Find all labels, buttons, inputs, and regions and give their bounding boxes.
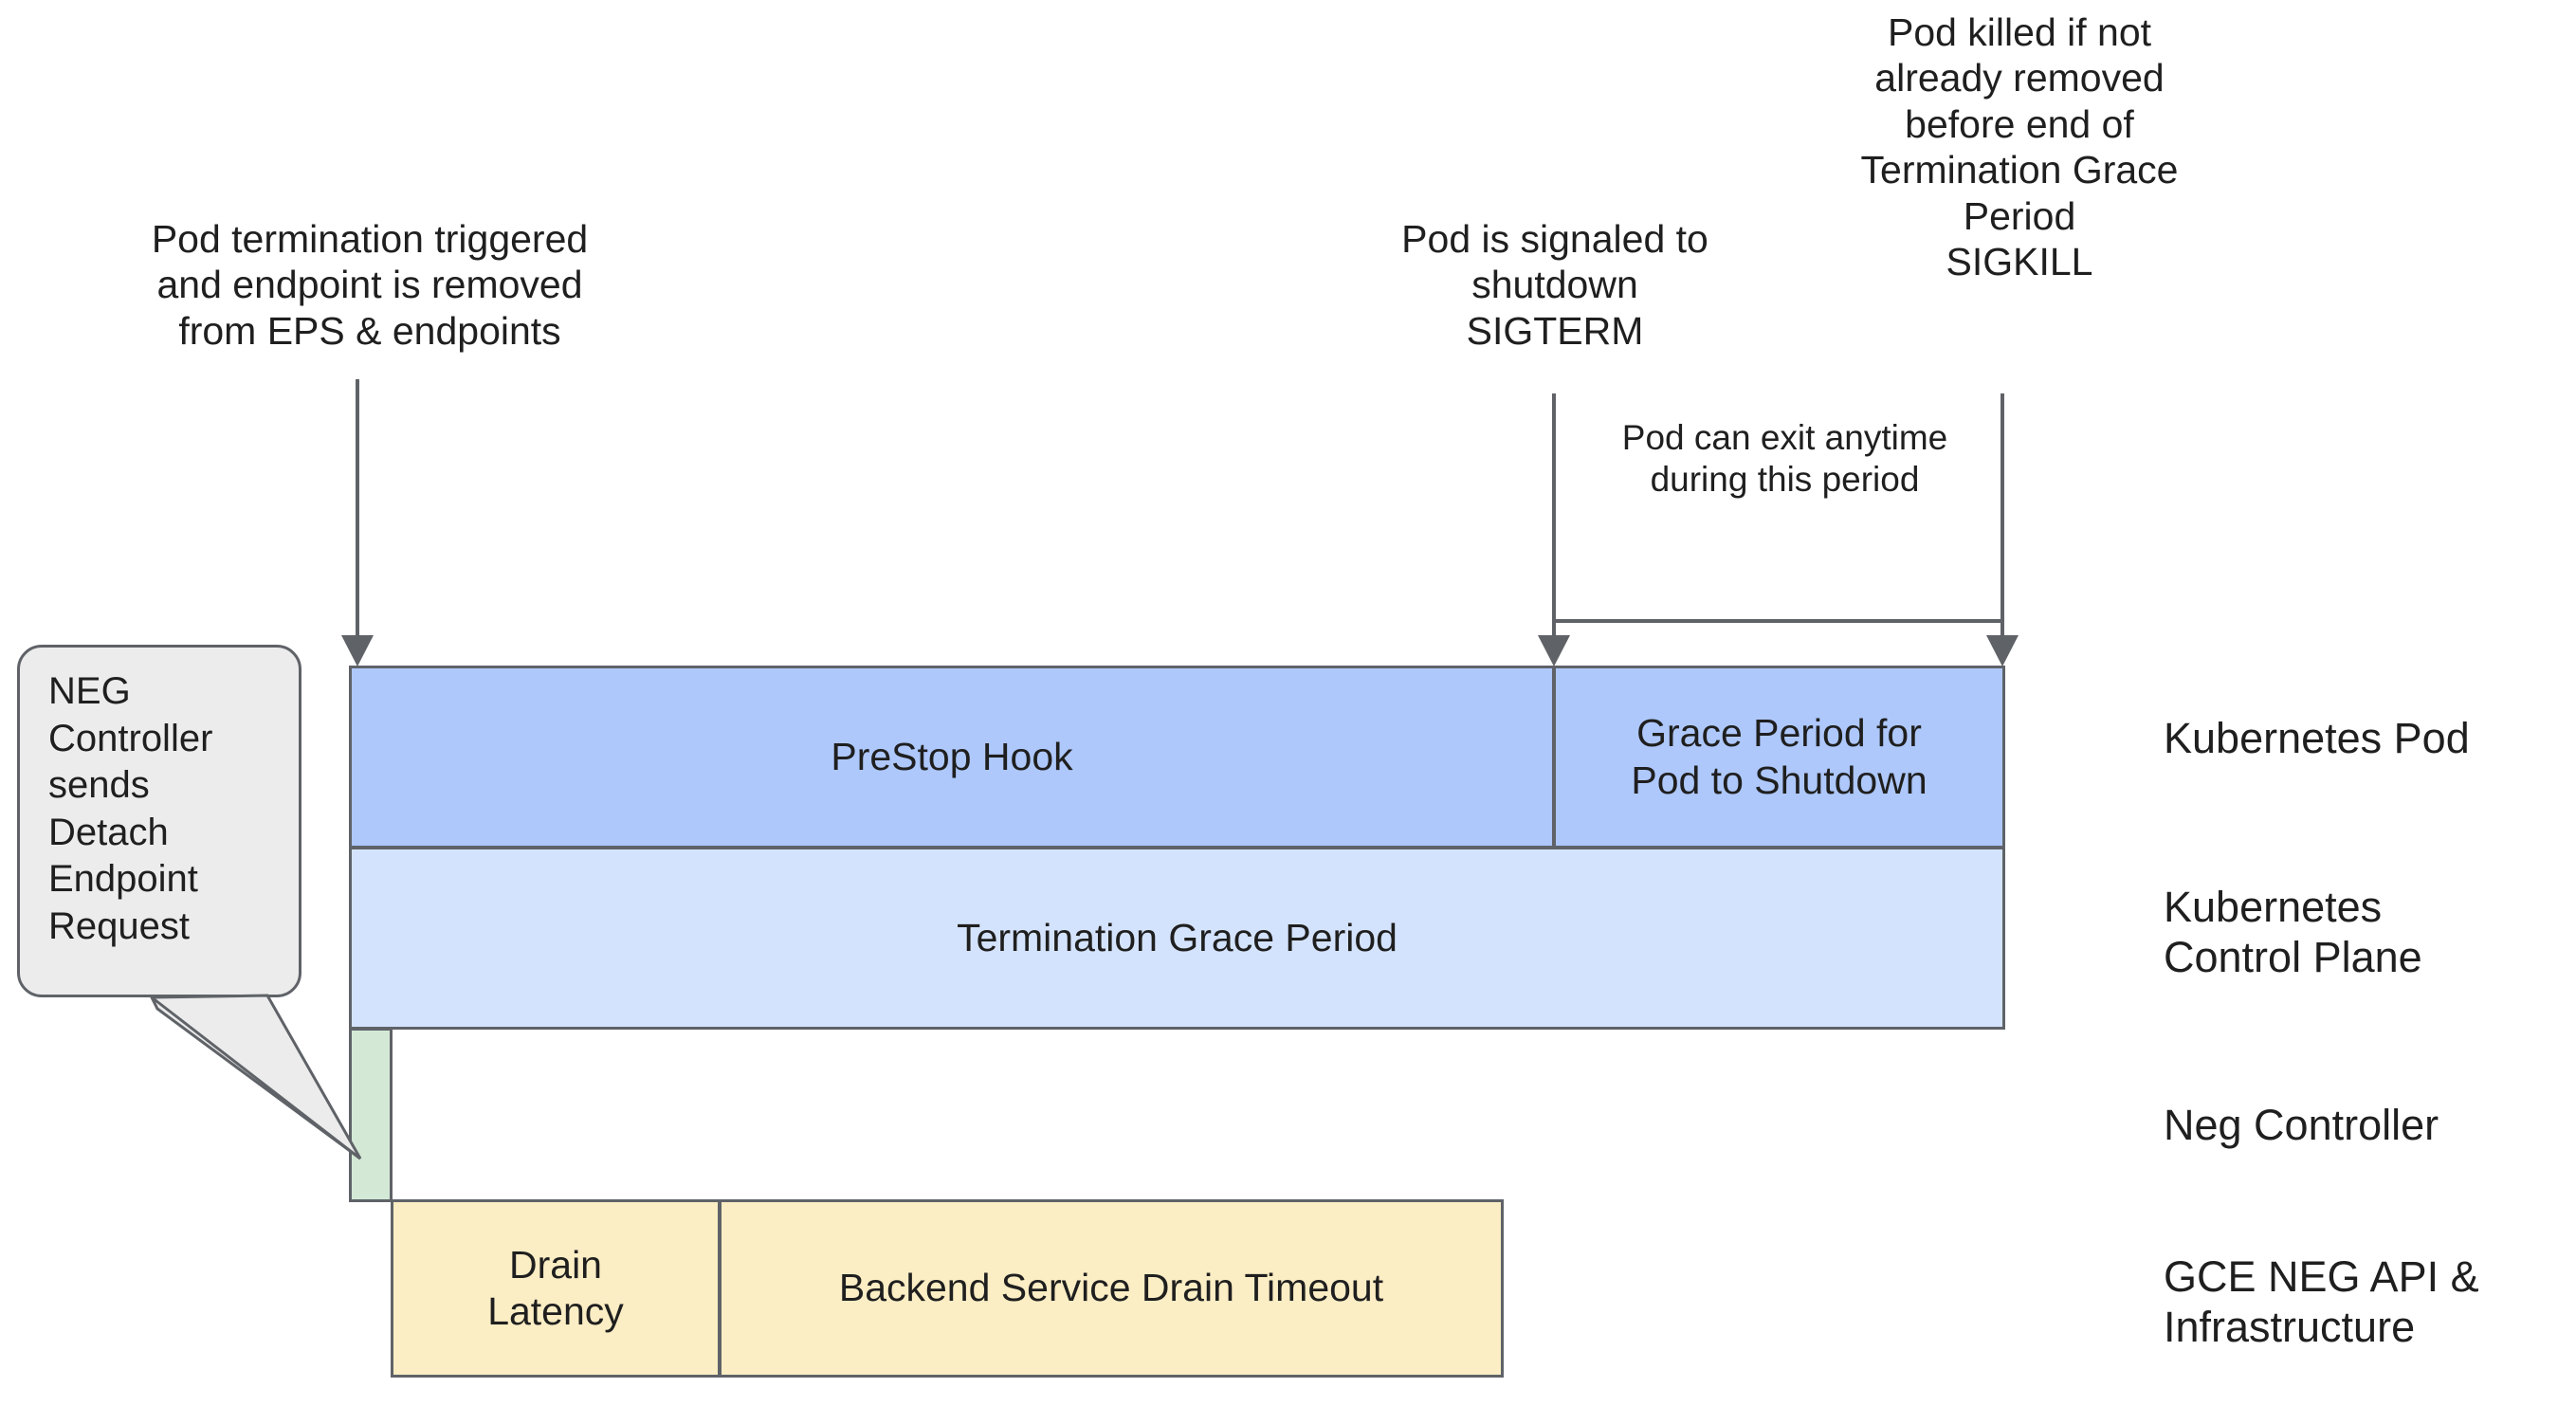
bar-prestop-hook[interactable]: PreStop Hook xyxy=(349,666,1555,849)
lane-label-kubernetes-control-plane: Kubernetes Control Plane xyxy=(2164,883,2422,982)
span-line-pod-exit-period xyxy=(1556,619,2002,623)
annotation-pod-killed-sigkill: Pod killed if not already removed before… xyxy=(1860,10,2179,283)
annotation-pod-can-exit-anytime: Pod can exit anytime during this period xyxy=(1621,418,1948,500)
arrowhead-sigterm xyxy=(1538,635,1570,666)
bar-grace-period-shutdown[interactable]: Grace Period for Pod to Shutdown xyxy=(1553,666,2005,849)
connector-line-sigkill xyxy=(2001,393,2004,637)
callout-neg-controller-detach: NEG Controller sends Detach Endpoint Req… xyxy=(17,645,301,997)
bar-termination-grace-period[interactable]: Termination Grace Period xyxy=(349,847,2005,1030)
connector-line-pod-termination xyxy=(356,379,359,637)
lane-label-kubernetes-pod: Kubernetes Pod xyxy=(2164,714,2470,762)
bar-backend-service-drain-timeout[interactable]: Backend Service Drain Timeout xyxy=(719,1199,1504,1378)
arrowhead-sigkill xyxy=(1986,635,2019,666)
bar-drain-latency[interactable]: Drain Latency xyxy=(391,1199,721,1378)
bar-neg-controller[interactable] xyxy=(349,1028,393,1202)
connector-line-sigterm xyxy=(1552,393,1556,637)
callout-tail-pointer xyxy=(149,994,362,1160)
annotation-pod-signaled-shutdown: Pod is signaled to shutdown SIGTERM xyxy=(1401,217,1708,353)
lane-label-gce-neg-api: GCE NEG API & Infrastructure xyxy=(2164,1252,2479,1352)
annotation-pod-termination-triggered: Pod termination triggered and endpoint i… xyxy=(151,217,589,353)
arrowhead-pod-termination xyxy=(341,635,374,666)
lane-label-neg-controller: Neg Controller xyxy=(2164,1101,2439,1149)
